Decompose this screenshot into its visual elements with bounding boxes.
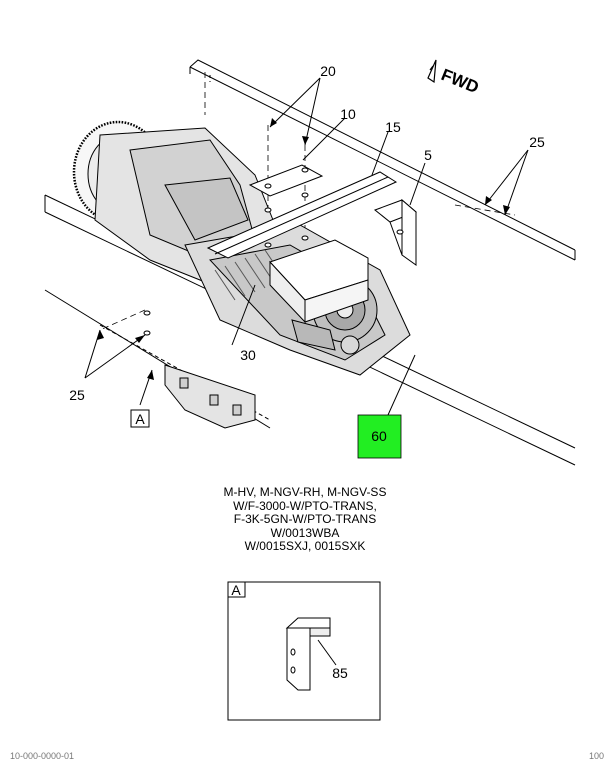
bolt-holes [143, 167, 404, 336]
callout-60-highlight: 60 [357, 414, 402, 459]
callout-20: 20 [320, 63, 336, 79]
caption-line-5: W/0015SXJ, 0015SXK [244, 539, 366, 553]
caption-line-3: F-3K-5GN-W/PTO-TRANS [233, 512, 377, 526]
leader-lines [84, 77, 529, 416]
crossmember-support [269, 239, 369, 324]
footer-right: 100 [588, 751, 604, 761]
frame-rail-far [189, 59, 576, 261]
leader-arrowheads [97, 118, 510, 380]
forward-indicator: FWD [427, 59, 482, 97]
strap [206, 171, 398, 259]
view-reference-a: A [130, 409, 150, 428]
caption-line-2: W/F-3000-W/PTO-TRANS, [233, 498, 377, 513]
highlight-box [357, 414, 402, 459]
caption-line-4: W/0013WBA [270, 525, 340, 540]
callout-25-right: 25 [529, 134, 545, 150]
callout-85: 85 [332, 665, 348, 681]
forward-arrow-icon [427, 59, 437, 84]
view-reference-label: A [135, 411, 145, 427]
detail-view-label: A [231, 582, 241, 598]
caption-line-1: M-HV, M-NGV-RH, M-NGV-SS [223, 485, 387, 499]
callout-15: 15 [385, 119, 401, 135]
bracket-85-part [285, 617, 331, 691]
fwd-label: FWD [439, 65, 482, 97]
mounting-plate [248, 164, 324, 197]
frame-bracket [373, 198, 417, 266]
case-ribs [214, 249, 286, 301]
callout-60: 60 [371, 428, 387, 444]
callout-30: 30 [240, 347, 256, 363]
footer-left: 10-000-0000-01 [10, 751, 75, 761]
detail-view-a: A 85 [227, 581, 381, 721]
callout-25-left: 25 [69, 387, 85, 403]
callout-5: 5 [424, 147, 432, 163]
callout-10: 10 [340, 106, 356, 122]
